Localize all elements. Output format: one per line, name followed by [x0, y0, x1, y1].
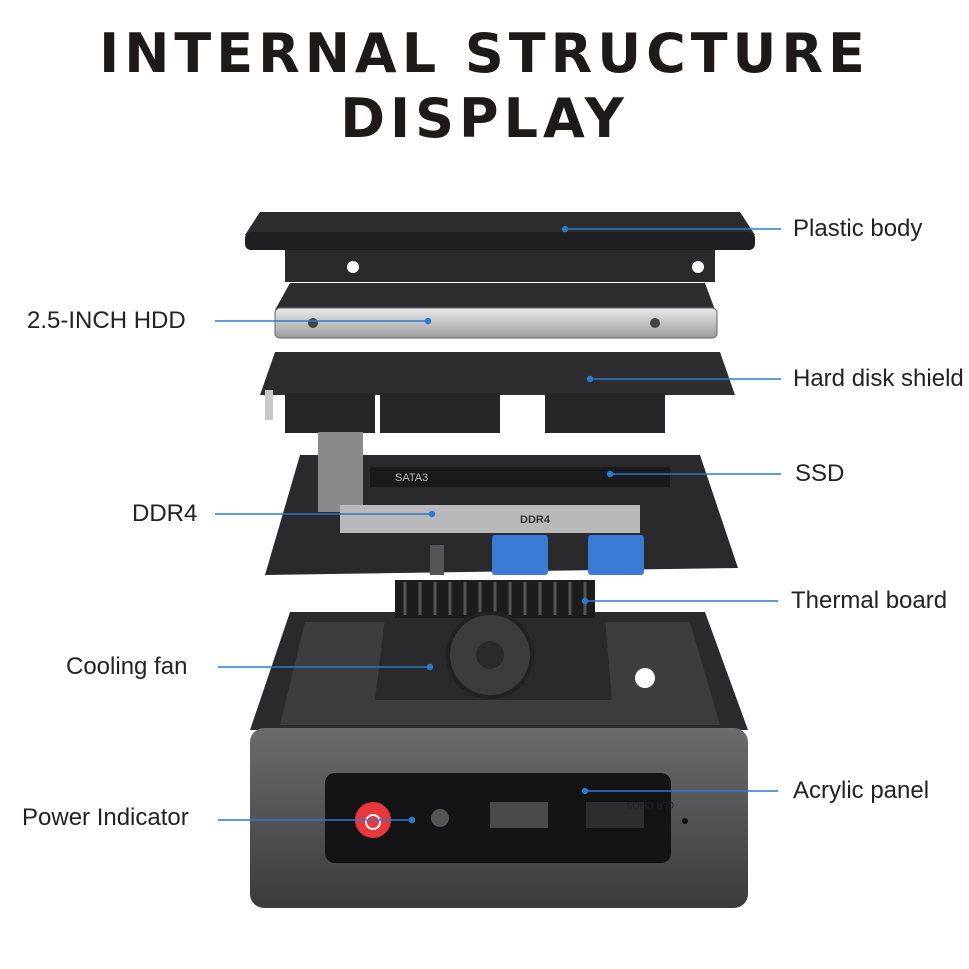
- motherboard-part: SATA3 DDR4: [265, 432, 738, 575]
- label-ddr4: DDR4: [132, 500, 198, 527]
- title-line-1: INTERNAL STRUCTURE: [99, 22, 870, 85]
- usb-port: [492, 535, 548, 575]
- usb-port: [588, 535, 644, 575]
- hdd-part: [274, 283, 718, 339]
- title-line-2: DISPLAY: [340, 87, 629, 150]
- svg-text:DDR4: DDR4: [520, 514, 551, 526]
- ddr4-part: [340, 505, 640, 533]
- case-part: CLR CMOS: [250, 580, 748, 908]
- label-hard-disk-shield: Hard disk shield: [793, 365, 964, 392]
- label-hdd: 2.5-INCH HDD: [27, 307, 186, 334]
- svg-text:SATA3: SATA3: [395, 472, 428, 484]
- label-cooling-fan: Cooling fan: [66, 653, 188, 680]
- label-plastic-body: Plastic body: [793, 215, 923, 242]
- label-thermal-board: Thermal board: [791, 587, 948, 614]
- label-acrylic-panel: Acrylic panel: [793, 777, 930, 804]
- svg-text:CLR CMOS: CLR CMOS: [626, 800, 674, 810]
- ssd-part: [370, 467, 670, 487]
- leader-lines: [215, 225, 781, 824]
- cooling-fan-part: [375, 611, 612, 700]
- hard-disk-shield-part: [260, 352, 735, 433]
- label-ssd: SSD: [795, 460, 845, 487]
- label-power-indicator: Power Indicator: [22, 804, 189, 831]
- plastic-body-part: [245, 212, 755, 282]
